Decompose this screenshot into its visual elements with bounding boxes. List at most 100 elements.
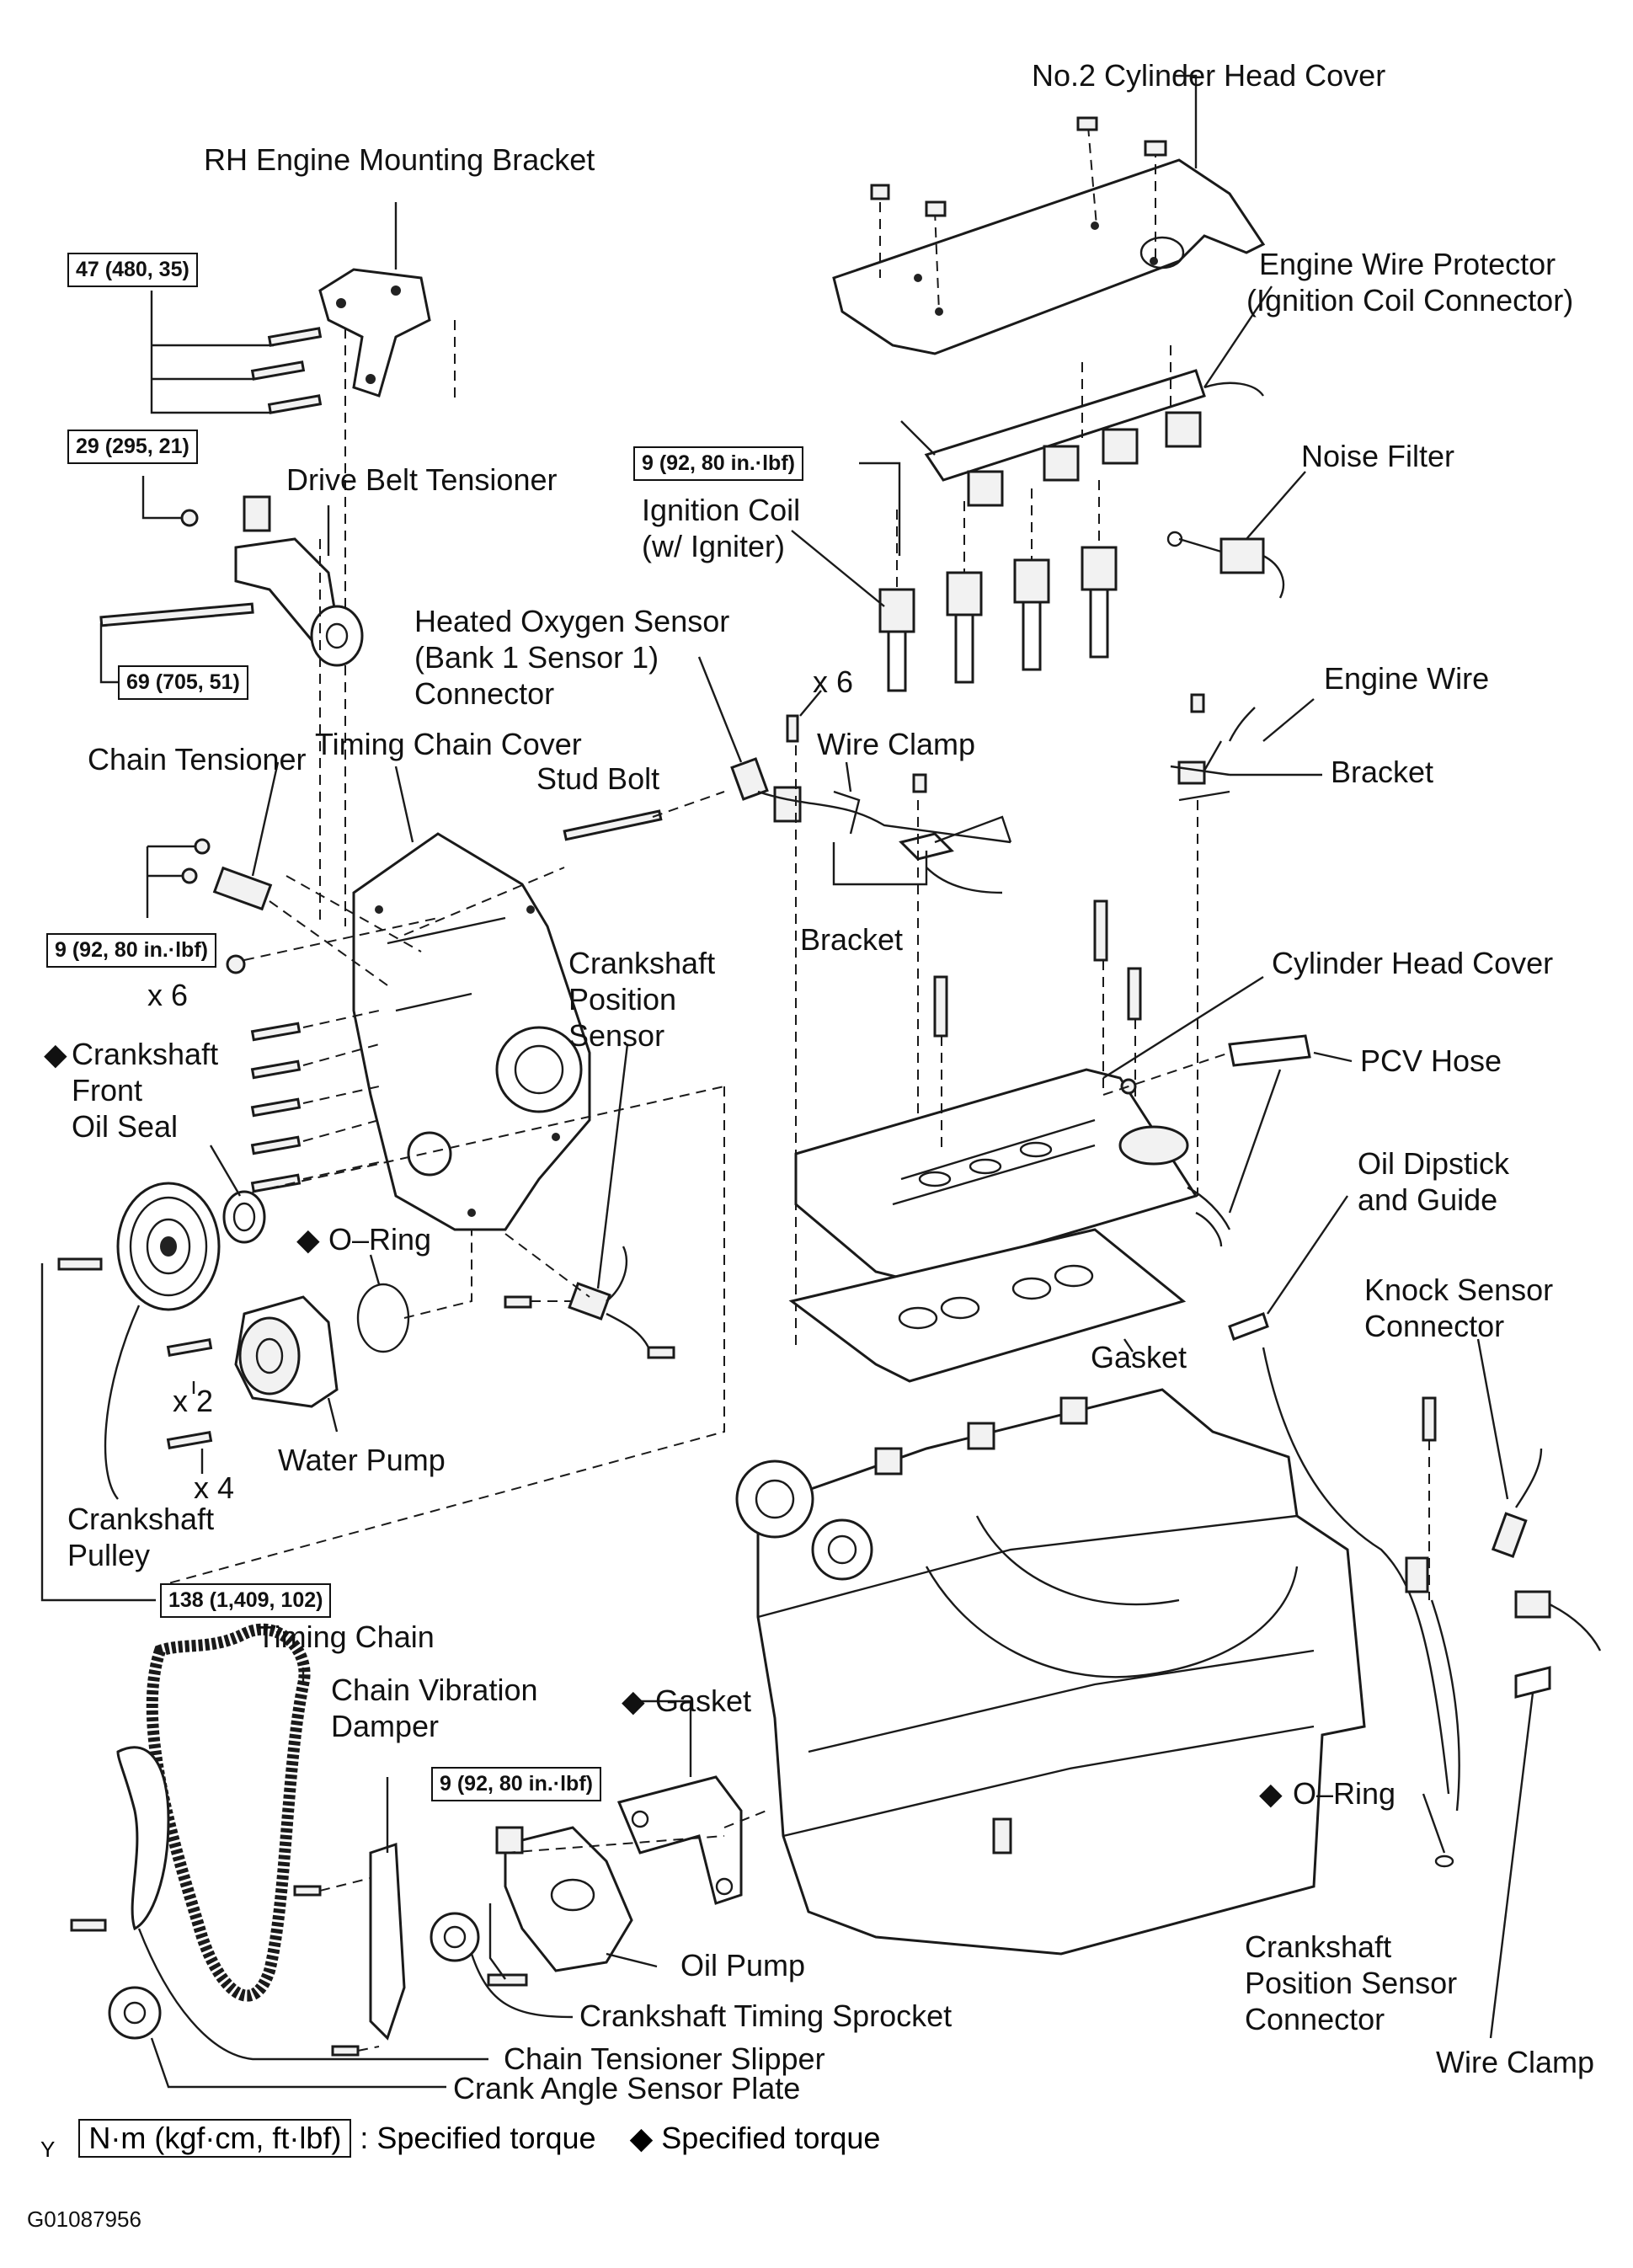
- diamond-gasket-oil-pump: ◆: [622, 1684, 645, 1718]
- chain-tensioner-part: [181, 838, 273, 911]
- label-crankshaft-position-sensor-3: Sensor: [568, 1018, 665, 1053]
- oil-pump-part: [487, 1826, 633, 1987]
- label-oil-dipstick: Oil Dipstick: [1358, 1146, 1510, 1181]
- label-noise-filter: Noise Filter: [1301, 439, 1455, 473]
- torque-47: 47 (480, 35): [67, 253, 198, 287]
- rh-engine-mounting-bracket-part: [250, 268, 431, 414]
- head-gasket-part: [788, 1228, 1187, 1383]
- label-crankshaft-pulley: Crankshaft: [67, 1502, 215, 1536]
- label-timing-chain-cover: Timing Chain Cover: [315, 727, 582, 761]
- label-drive-belt-tensioner: Drive Belt Tensioner: [286, 462, 558, 497]
- drive-belt-tensioner-part: [99, 495, 364, 667]
- torque-legend: Y N·m (kgf·cm, ft·lbf) : Specified torqu…: [40, 2119, 880, 2163]
- label-gasket-head: Gasket: [1091, 1340, 1187, 1374]
- label-chain-tensioner-slipper: Chain Tensioner Slipper: [504, 2041, 825, 2076]
- label-o-ring-bottom: O–Ring: [1293, 1776, 1396, 1811]
- legend-diamond: ◆: [629, 2121, 654, 2155]
- wire-harness-part: [730, 714, 1012, 894]
- label-x6-bolts: x 6: [147, 978, 189, 1012]
- label-o-ring-top: O–Ring: [328, 1222, 432, 1257]
- water-pump-part: [166, 1295, 339, 1450]
- crankshaft-pulley-part: [57, 1182, 221, 1311]
- ignition-coils-part: [878, 546, 1118, 692]
- label-crankshaft-pos-sensor-conn-2: Position Sensor: [1245, 1966, 1458, 2000]
- slipper-bolt-part: [70, 1918, 107, 1932]
- label-chain-vibration-damper: Chain Vibration: [331, 1673, 538, 1707]
- knock-sensor-connector-part: [1422, 1396, 1602, 1699]
- label-wire-clamp-bottom: Wire Clamp: [1436, 2045, 1595, 2079]
- o-ring-part: [356, 1283, 410, 1353]
- label-crank-angle-sensor-plate: Crank Angle Sensor Plate: [453, 2071, 801, 2105]
- torque-138: 138 (1,409, 102): [160, 1583, 332, 1618]
- legend-torque-box: N·m (kgf·cm, ft·lbf): [78, 2119, 352, 2158]
- label-crankshaft-pos-sensor-conn-3: Connector: [1245, 2002, 1385, 2036]
- label-engine-wire: Engine Wire: [1324, 661, 1490, 696]
- label-heated-oxygen-sensor-bank: (Bank 1 Sensor 1): [414, 640, 659, 675]
- legend-specified-torque-box: : Specified torque: [360, 2121, 596, 2155]
- label-ignition-coil-sub: (w/ Igniter): [642, 529, 786, 563]
- label-chain-tensioner: Chain Tensioner: [88, 742, 307, 776]
- legend-specified-torque-diamond: Specified torque: [661, 2121, 881, 2155]
- no2-cylinder-head-cover-part: [832, 158, 1266, 355]
- label-no2-cylinder-head-cover: No.2 Cylinder Head Cover: [1032, 58, 1386, 93]
- label-oil-pump: Oil Pump: [680, 1948, 806, 1982]
- label-crankshaft-position-sensor-2: Position: [568, 982, 677, 1017]
- label-wire-clamp-top: Wire Clamp: [817, 727, 976, 761]
- oil-dipstick-part: [1228, 1312, 1460, 1812]
- label-cylinder-head-cover: Cylinder Head Cover: [1272, 946, 1554, 980]
- label-stud-bolt: Stud Bolt: [536, 761, 660, 796]
- label-timing-chain: Timing Chain: [257, 1620, 435, 1654]
- label-knock-sensor: Knock Sensor: [1364, 1273, 1554, 1307]
- label-crankshaft-pos-sensor-conn: Crankshaft: [1245, 1929, 1392, 1964]
- label-x2: x 2: [173, 1384, 214, 1418]
- label-crankshaft-pulley-2: Pulley: [67, 1538, 151, 1572]
- figure-id: G01087956: [27, 2207, 141, 2232]
- torque-9-ignition: 9 (92, 80 in.·lbf): [633, 446, 803, 481]
- diamond-o-ring-bottom: ◆: [1259, 1776, 1283, 1811]
- timing-chain-cover-part: [352, 832, 591, 1231]
- torque-69: 69 (705, 51): [118, 665, 248, 700]
- cover-bolts-part: [226, 954, 302, 1193]
- cylinder-head-cover-part: [794, 899, 1198, 1282]
- engine-wire-protector-part: [900, 369, 1264, 507]
- stud-bolt-part: [563, 809, 663, 841]
- noise-filter-part: [1166, 531, 1285, 599]
- crankshaft-position-sensor-part: [504, 1246, 675, 1359]
- diamond-o-ring-top: ◆: [296, 1222, 320, 1257]
- label-x6-top: x 6: [813, 664, 854, 699]
- label-chain-vibration-damper-2: Damper: [331, 1709, 440, 1743]
- label-oil-dipstick-2: and Guide: [1358, 1182, 1498, 1217]
- label-rh-engine-mounting-bracket: RH Engine Mounting Bracket: [204, 142, 595, 177]
- label-x4: x 4: [194, 1470, 235, 1505]
- label-front-oil-seal-3: Oil Seal: [72, 1109, 179, 1144]
- label-bracket-mid: Bracket: [800, 922, 904, 957]
- torque-29: 29 (295, 21): [67, 430, 198, 464]
- label-pcv-hose: PCV Hose: [1360, 1043, 1502, 1078]
- label-heated-oxygen-sensor: Heated Oxygen Sensor: [414, 604, 730, 638]
- crankshaft-timing-sprocket-part: [430, 1912, 480, 1962]
- label-gasket-oil-pump: Gasket: [655, 1684, 752, 1718]
- torque-9-oil-pump: 9 (92, 80 in.·lbf): [431, 1767, 601, 1801]
- engine-wire-bracket-part: [1170, 693, 1256, 802]
- engine-block-part: [735, 1388, 1366, 1956]
- label-engine-wire-protector: Engine Wire Protector: [1259, 247, 1556, 281]
- label-heated-oxygen-sensor-connector: Connector: [414, 676, 555, 711]
- chain-tensioner-slipper-part: [116, 1746, 170, 1931]
- label-front-oil-seal-2: Front: [72, 1073, 143, 1107]
- label-bracket-right: Bracket: [1331, 755, 1434, 789]
- chain-vibration-damper-part: [369, 1842, 406, 2041]
- torque-9-chain-tensioner: 9 (92, 80 in.·lbf): [46, 933, 216, 968]
- label-knock-sensor-2: Connector: [1364, 1309, 1505, 1343]
- timing-chain-part: [146, 1623, 311, 2002]
- crank-angle-sensor-plate-part: [108, 1986, 162, 2040]
- pcv-hose-part: [1187, 1034, 1311, 1247]
- front-oil-seal-part: [222, 1190, 266, 1244]
- label-crankshaft-position-sensor: Crankshaft: [568, 946, 716, 980]
- label-ignition-coil: Ignition Coil: [642, 493, 801, 527]
- diamond-front-oil-seal: ◆: [44, 1037, 67, 1071]
- label-engine-wire-protector-sub: (Ignition Coil Connector): [1246, 283, 1574, 318]
- legend-y-mark: Y: [40, 2137, 56, 2162]
- label-front-oil-seal: Crankshaft: [72, 1037, 219, 1071]
